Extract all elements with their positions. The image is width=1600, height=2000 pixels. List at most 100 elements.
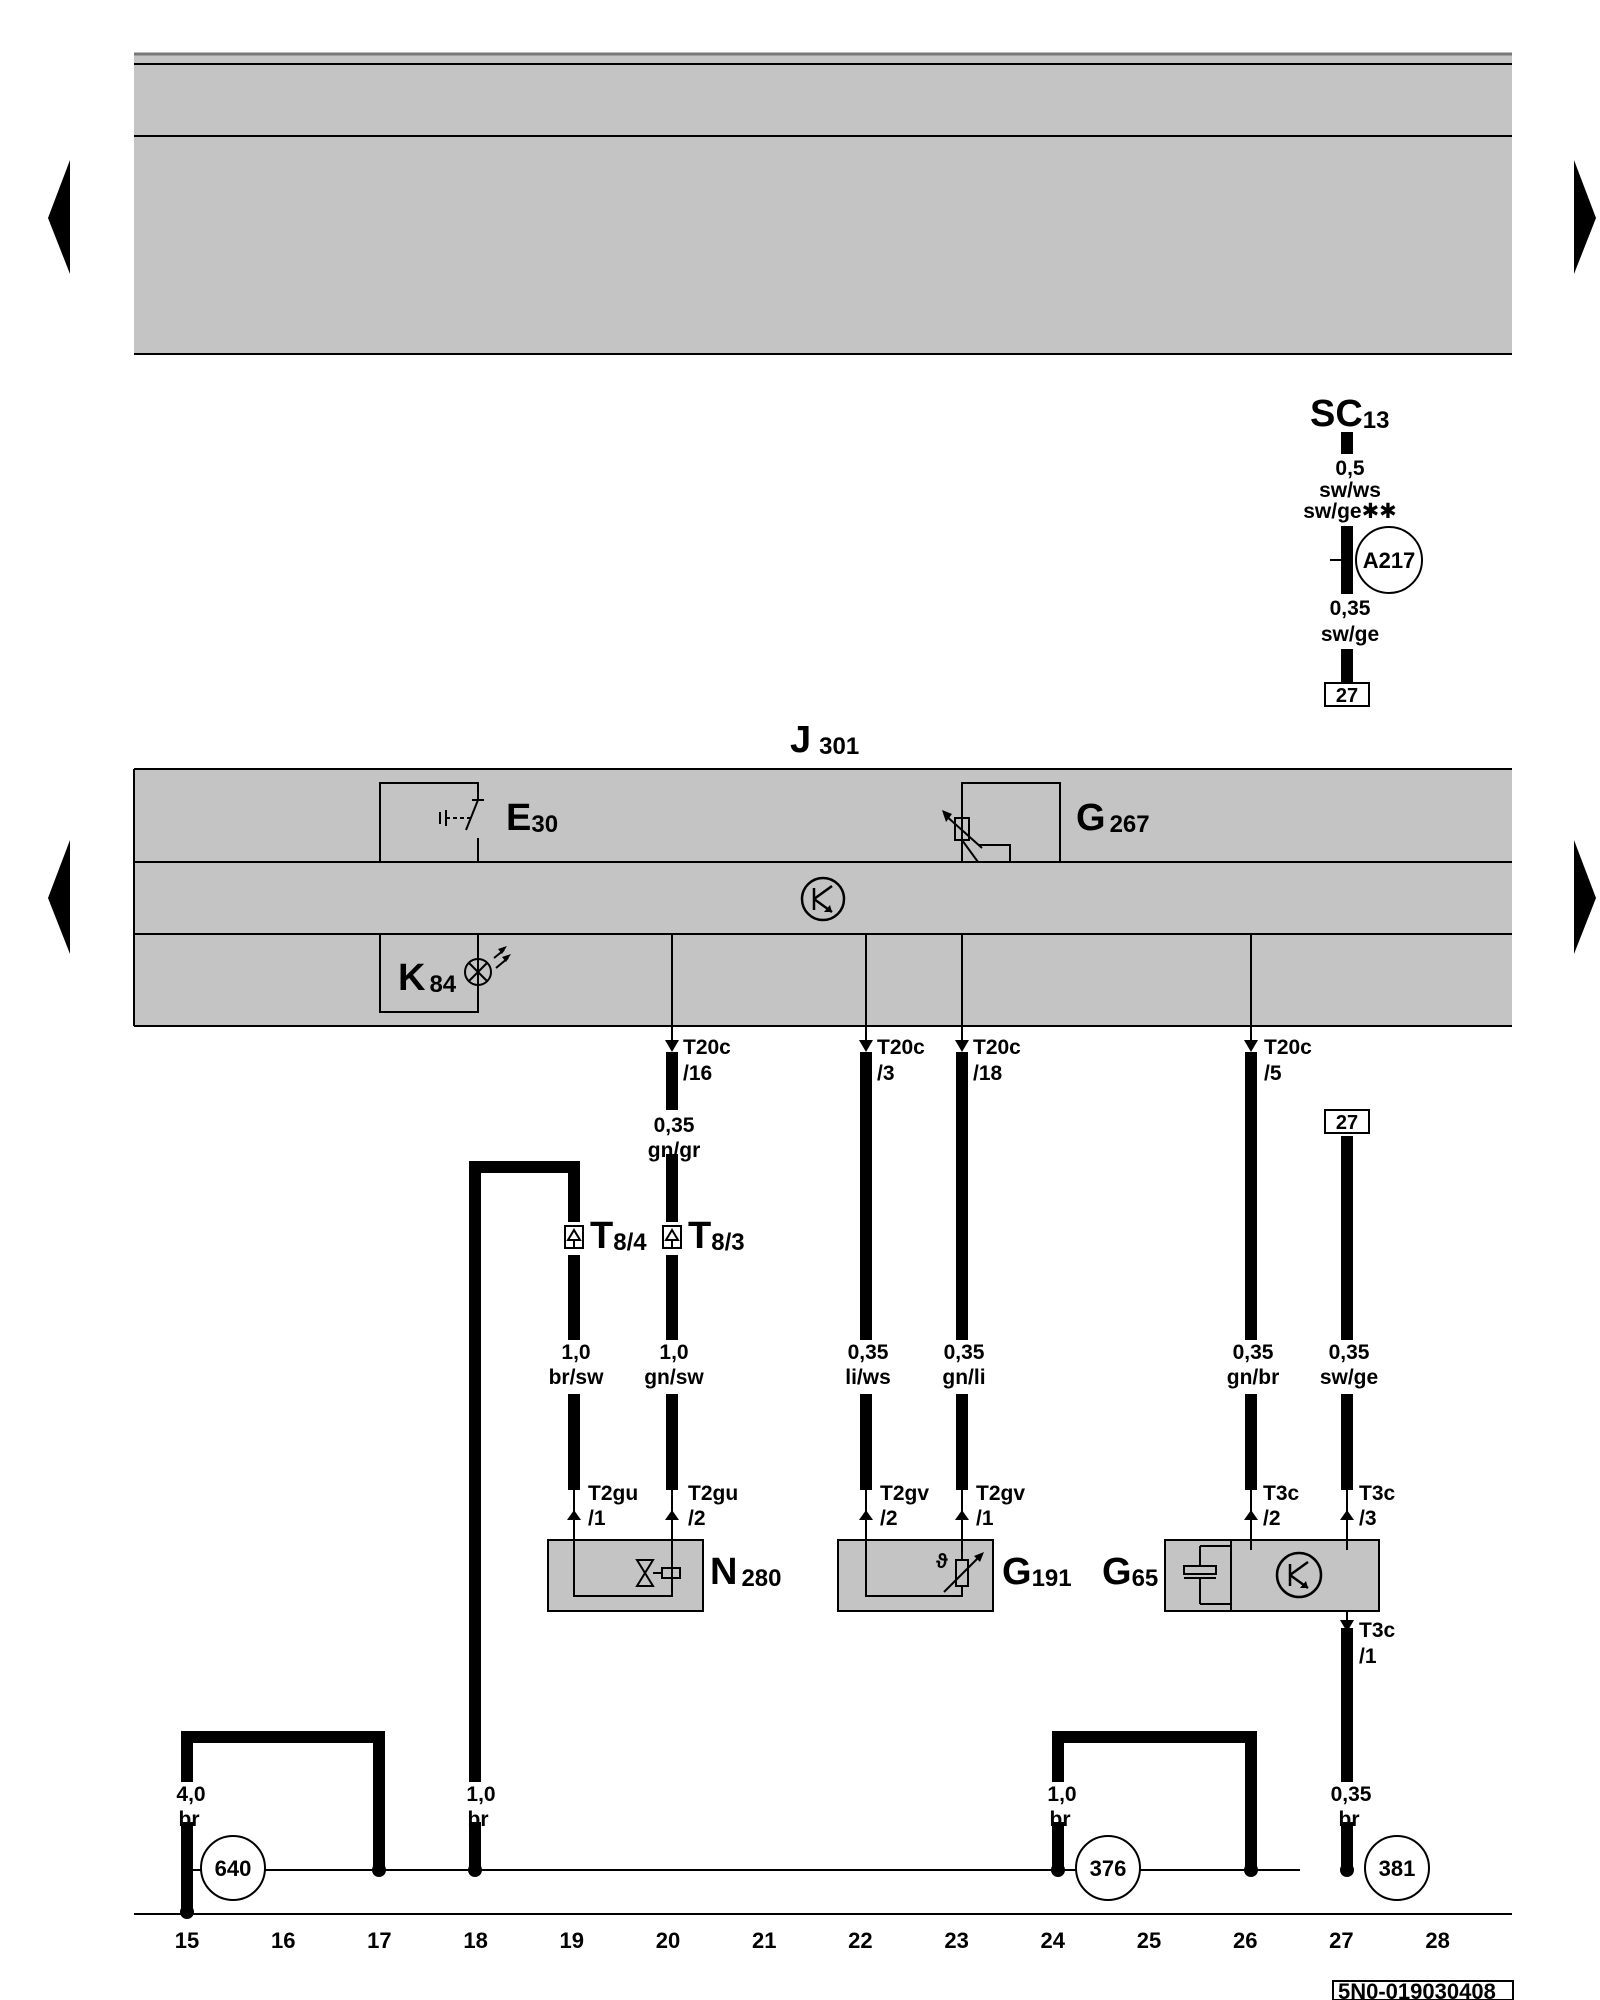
svg-text:376: 376 <box>1090 1856 1127 1881</box>
pin-t20c-18-name: T20c <box>973 1036 1021 1059</box>
g191-component <box>837 1539 994 1612</box>
column-number: 28 <box>1425 1928 1449 1953</box>
pin-t20c-16-number: /16 <box>683 1062 712 1085</box>
pin-t3c-2-name: T3c <box>1263 1482 1300 1505</box>
top-panel <box>134 54 1512 354</box>
pin-t3c-3-number: /3 <box>1359 1507 1377 1530</box>
column-number: 23 <box>944 1928 968 1953</box>
pin-t3c-1-number: /1 <box>1359 1645 1377 1668</box>
warning-lamp-icon <box>464 946 511 986</box>
wire-20-color: gn/gr <box>648 1139 701 1162</box>
wire-27-size: 0,35 <box>1329 1341 1370 1364</box>
connector-t8-4-icon <box>564 1225 584 1249</box>
column-number: 20 <box>656 1928 680 1953</box>
temperature-sensor-icon: ϑ <box>936 1551 984 1593</box>
pin-t2gu-2-name: T2gu <box>688 1482 738 1505</box>
e30-label: E30 <box>506 797 558 839</box>
reference-box-27-mid <box>1324 1109 1370 1134</box>
prev-page-arrow-icon[interactable] <box>48 160 70 274</box>
pin-t3c-3-name: T3c <box>1359 1482 1396 1505</box>
wire-18-size: 1,0 <box>466 1783 495 1806</box>
wire-26-size: 0,35 <box>1233 1341 1274 1364</box>
diagram-code-box <box>1332 1980 1514 2000</box>
wire-19-size: 1,0 <box>561 1341 590 1364</box>
column-number: 27 <box>1329 1928 1353 1953</box>
pin-t2gu-1-number: /1 <box>588 1507 606 1530</box>
electronics-icon <box>800 876 846 922</box>
column-number: 26 <box>1233 1928 1257 1953</box>
wire-24-color: br <box>1050 1808 1071 1831</box>
column-number: 21 <box>752 1928 776 1953</box>
wire-20b-size: 1,0 <box>659 1341 688 1364</box>
wire-15-color: br <box>179 1808 200 1831</box>
pin-t3c-2-number: /2 <box>1263 1507 1281 1530</box>
column-number: 24 <box>1041 1928 1066 1953</box>
column-number: 25 <box>1137 1928 1161 1953</box>
pin-t2gv-1-number: /1 <box>976 1507 994 1530</box>
next-page-arrow-icon[interactable] <box>1574 160 1596 274</box>
pin-t2gv-2-number: /2 <box>880 1507 898 1530</box>
sc13-wire-color-2: sw/ge✱✱ <box>1303 500 1397 523</box>
next-section-arrow-icon[interactable] <box>1574 840 1596 954</box>
pin-t2gu-2-number: /2 <box>688 1507 706 1530</box>
wire-22-size: 0,35 <box>848 1341 889 1364</box>
wire-26-color: gn/br <box>1227 1366 1280 1389</box>
column-number: 16 <box>271 1928 295 1953</box>
pin-t20c-3-name: T20c <box>877 1036 925 1059</box>
svg-text:27: 27 <box>1336 1112 1358 1134</box>
pin-t3c-1-name: T3c <box>1359 1619 1396 1642</box>
g191-label: G191 <box>1002 1551 1072 1593</box>
solenoid-valve-icon <box>635 1559 681 1587</box>
wire-22-color: li/ws <box>845 1366 891 1389</box>
column-number: 17 <box>367 1928 391 1953</box>
reference-box-27-top <box>1324 682 1370 707</box>
ground-point-376 <box>1075 1835 1141 1901</box>
pin-t20c-5-name: T20c <box>1264 1036 1312 1059</box>
g65-component <box>1164 1539 1380 1612</box>
pin-arrows-j301 <box>665 1026 1258 1052</box>
sc13-label: SC13 <box>1310 393 1390 435</box>
column-number: 18 <box>463 1928 487 1953</box>
wire-15-size: 4,0 <box>176 1783 205 1806</box>
sc13-wire-size: 0,5 <box>1335 457 1365 480</box>
j301-control-unit <box>134 769 1512 1026</box>
sc13-wire-color-1: sw/ws <box>1319 479 1381 502</box>
sc13-lower-wire-size: 0,35 <box>1330 597 1371 620</box>
pin-t2gu-1-name: T2gu <box>588 1482 638 1505</box>
pin-t20c-16-name: T20c <box>683 1036 731 1059</box>
wire-23-size: 0,35 <box>944 1341 985 1364</box>
column-number: 22 <box>848 1928 872 1953</box>
potentiometer-icon <box>942 810 1028 863</box>
pin-t2gv-2-name: T2gv <box>880 1482 929 1505</box>
pin-t20c-18-number: /18 <box>973 1062 1003 1085</box>
pin-t20c-3-number: /3 <box>877 1062 895 1085</box>
switch-icon <box>439 799 484 831</box>
wire-27-color: sw/ge <box>1320 1366 1378 1389</box>
ground-point-381 <box>1364 1835 1430 1901</box>
wire-20-size: 0,35 <box>654 1114 695 1137</box>
connection-a217-label: A217 <box>1363 548 1416 573</box>
svg-text:ϑ: ϑ <box>936 1551 948 1573</box>
column-numbers: 15 16 17 18 19 20 21 22 23 24 25 26 27 28 <box>175 1928 1450 1953</box>
g65-label: G65 <box>1102 1551 1158 1593</box>
wire-20b-color: gn/sw <box>644 1366 704 1389</box>
column-number: 19 <box>560 1928 584 1953</box>
wire-27-lower-color: br <box>1339 1808 1360 1831</box>
wire-23-color: gn/li <box>942 1366 985 1389</box>
pressure-sensor-icon <box>1183 1545 1231 1605</box>
ground-point-640 <box>200 1835 266 1901</box>
diagram-code: 5N0-019030408 <box>1338 1979 1496 2000</box>
prev-section-arrow-icon[interactable] <box>48 840 70 954</box>
t8-4-label: T8/4 <box>590 1215 647 1257</box>
electronics-icon-g65 <box>1275 1551 1323 1599</box>
svg-text:381: 381 <box>1379 1856 1416 1881</box>
pin-t20c-5-number: /5 <box>1264 1062 1282 1085</box>
connector-t8-3-icon <box>662 1225 682 1249</box>
column-number: 15 <box>175 1928 199 1953</box>
svg-text:27: 27 <box>1336 685 1358 707</box>
